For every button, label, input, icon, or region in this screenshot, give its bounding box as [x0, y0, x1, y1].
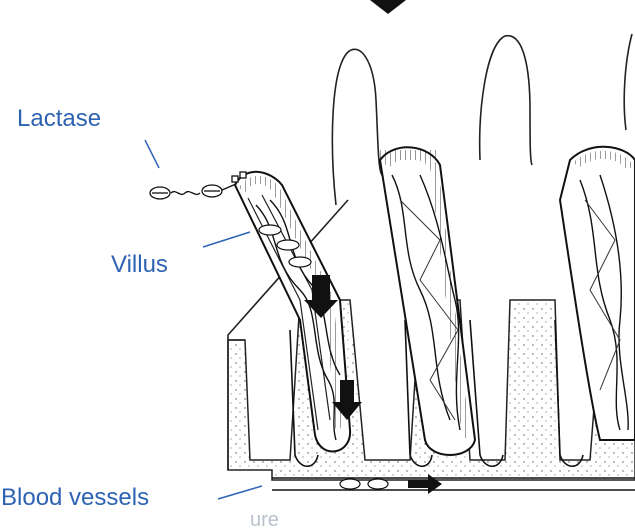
- villus-label: Villus: [111, 253, 168, 277]
- cut-off-caption: ure: [250, 510, 279, 530]
- lactase-molecule: [150, 172, 246, 199]
- down-arrow-icon: [370, 0, 406, 14]
- lactase-label: Lactase: [17, 107, 101, 131]
- blood-vessels-label: Blood vessels: [1, 486, 149, 510]
- lactase-leader-line: [145, 140, 159, 168]
- villus-right: [560, 147, 635, 440]
- villus-leader-line: [203, 232, 250, 247]
- blood-vessels-leader-line: [218, 486, 262, 499]
